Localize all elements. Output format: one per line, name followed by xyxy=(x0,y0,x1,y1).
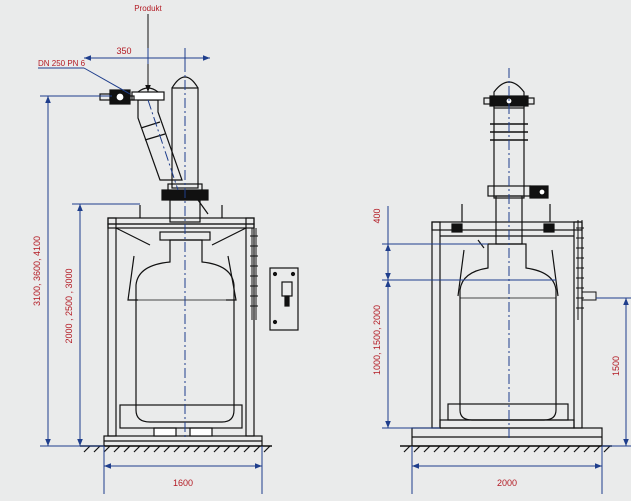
dim-1600-label: 1600 xyxy=(173,478,193,488)
dim-400-label: 400 xyxy=(372,208,382,223)
produkt-label: Produkt xyxy=(134,4,162,13)
dim-2000-bottom-label: 2000 xyxy=(497,478,517,488)
dim-3100-label: 3100, 3600, 4100 xyxy=(32,236,42,306)
left-view xyxy=(80,62,299,453)
right-ground xyxy=(400,445,612,453)
left-chain xyxy=(250,228,258,320)
left-bag xyxy=(119,239,243,429)
dim-1500-label: 1500 xyxy=(611,356,621,376)
dim-2000-left-label: 2000 , 2500 , 3000 xyxy=(64,268,74,343)
dn-label: DN 250 PN 6 xyxy=(38,59,86,68)
left-frame xyxy=(107,205,255,437)
left-inlet-pipe xyxy=(99,87,183,181)
left-ground xyxy=(80,445,272,453)
right-frame xyxy=(431,204,583,429)
right-view xyxy=(400,68,612,453)
control-panel xyxy=(269,267,299,331)
right-vertical-pipe xyxy=(483,81,549,245)
right-dimensions xyxy=(382,206,631,494)
right-bag xyxy=(447,243,569,421)
dim-1000-label: 1000, 1500, 2000 xyxy=(372,305,382,375)
right-chain xyxy=(576,220,597,320)
dim-350-label: 350 xyxy=(116,46,131,56)
left-dimensions xyxy=(38,14,263,494)
labels: Produkt DN 250 PN 6 350 3100, 3600, 4100… xyxy=(32,4,621,488)
